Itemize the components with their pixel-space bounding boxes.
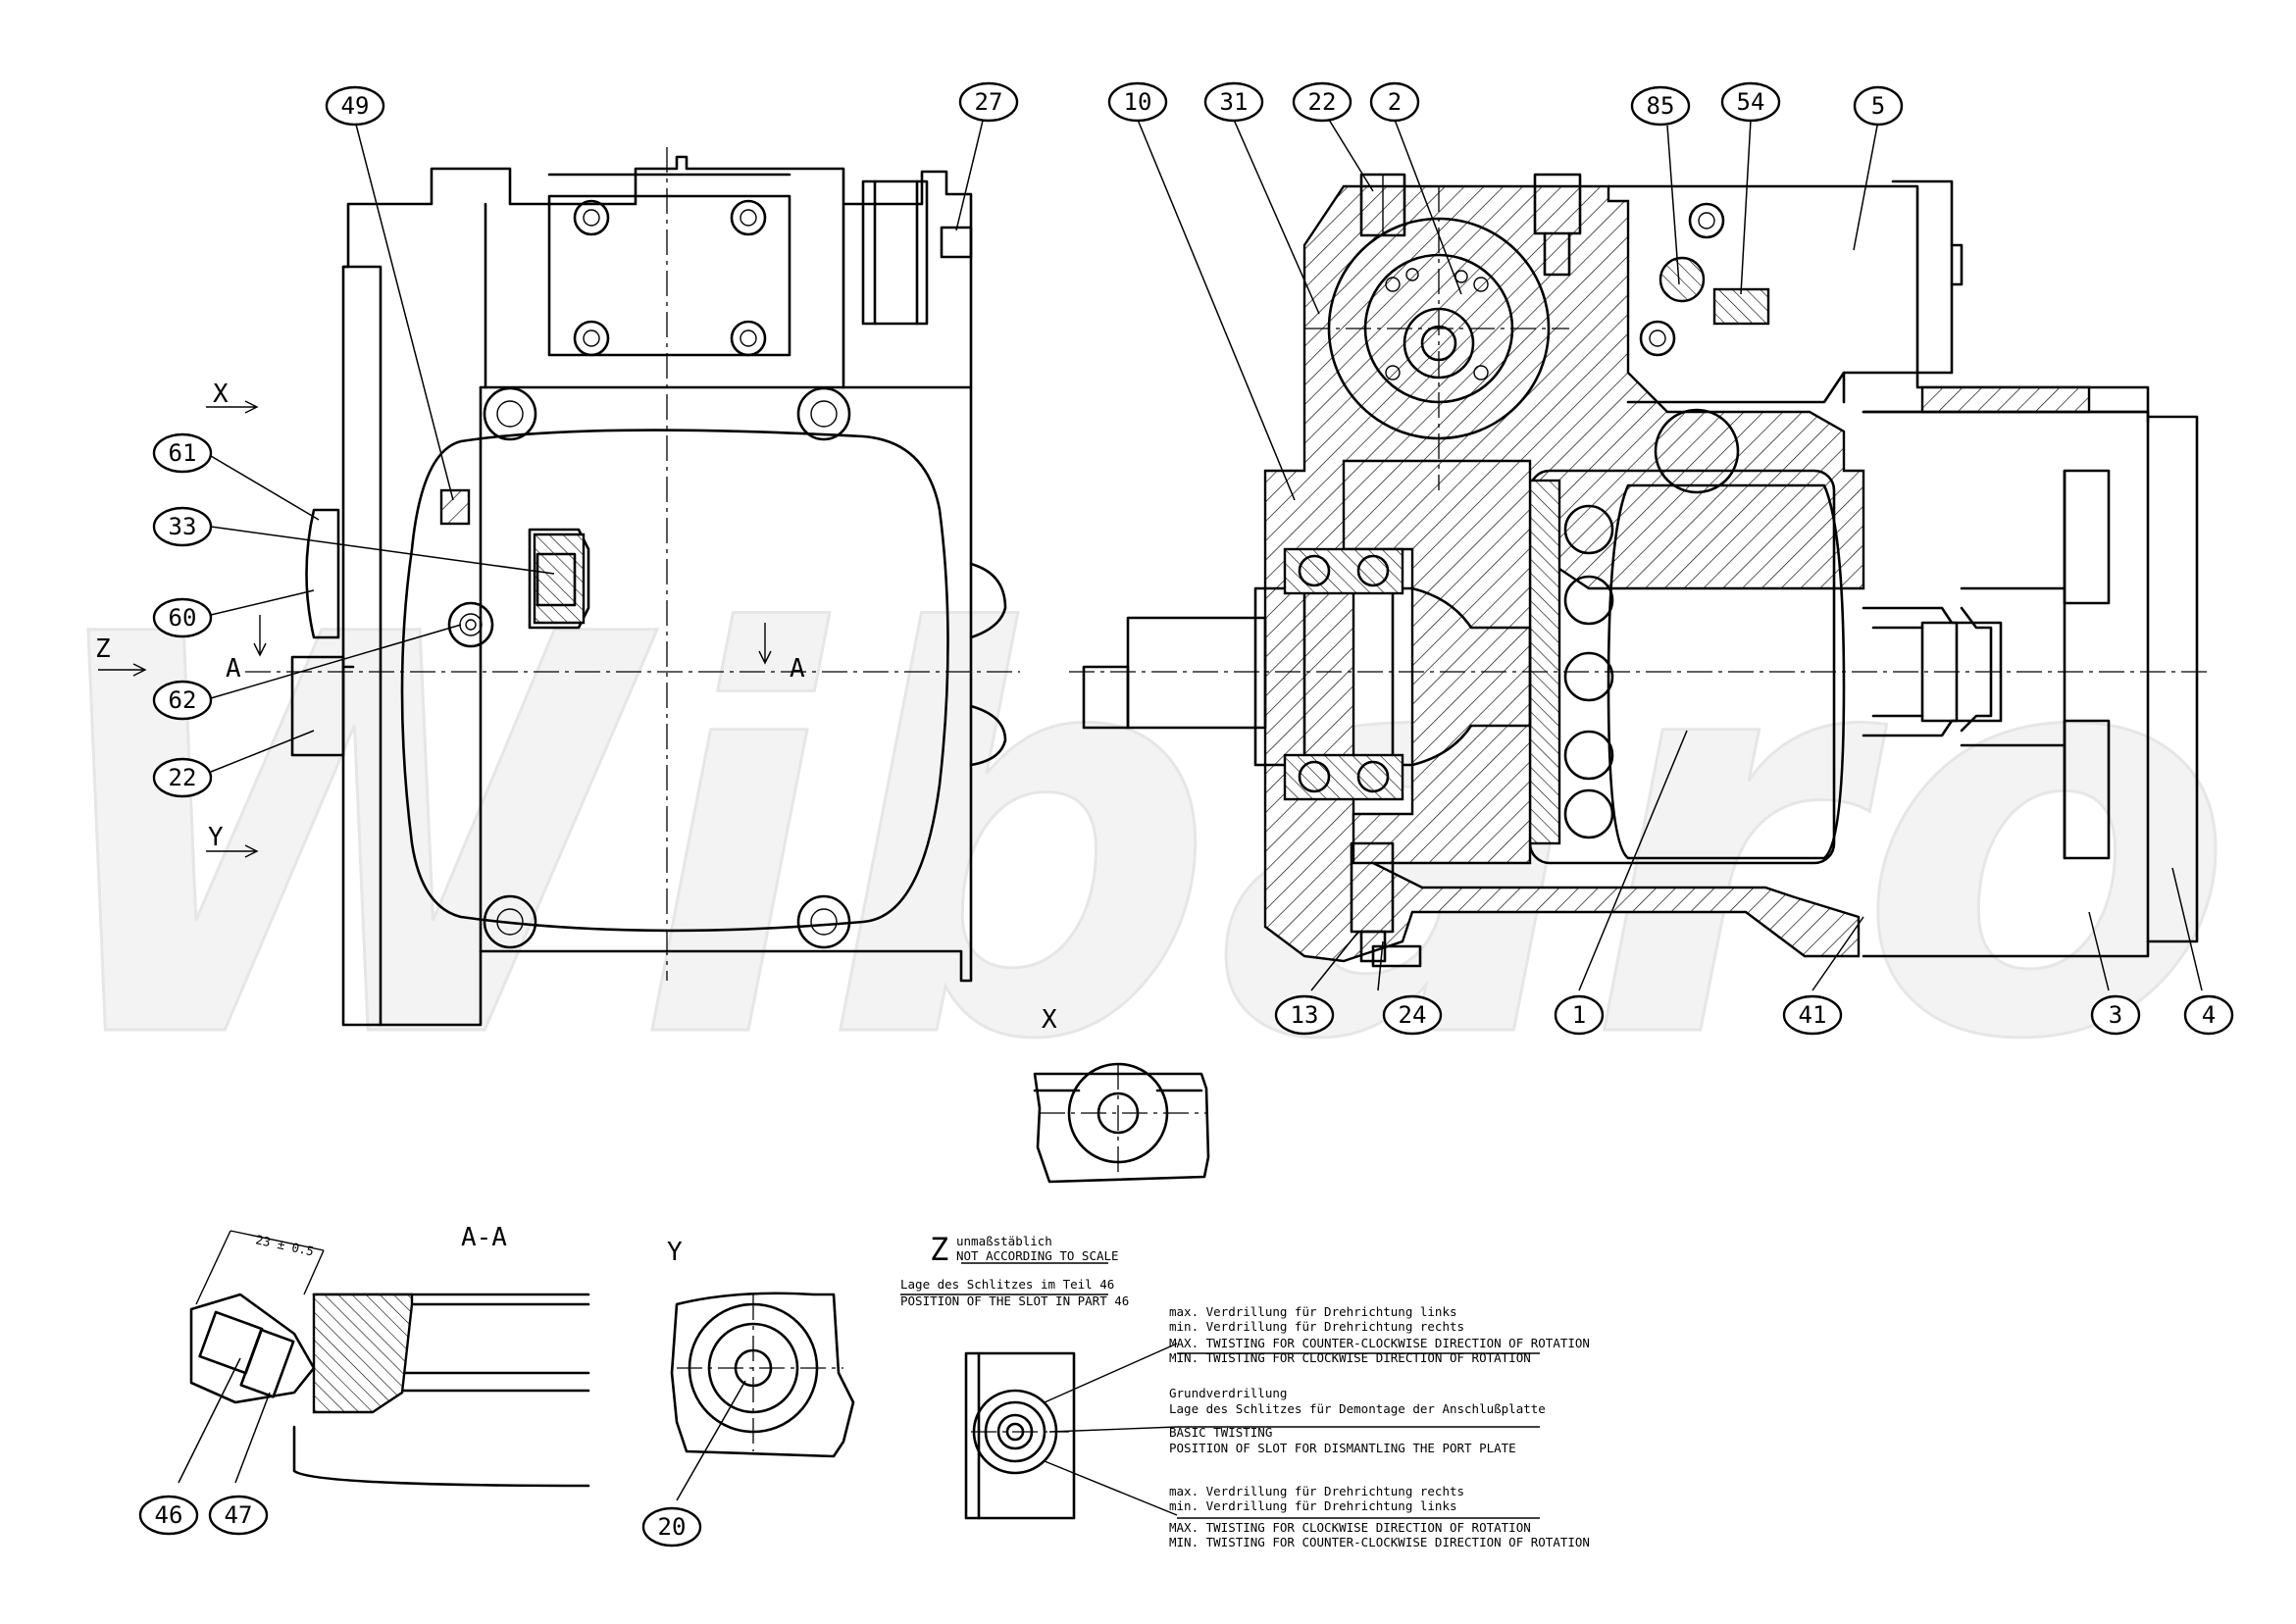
svg-text:60: 60	[169, 604, 197, 632]
note-g3-3: MAX. TWISTING FOR CLOCKWISE DIRECTION OF…	[1169, 1520, 1531, 1535]
section-view	[1069, 173, 2207, 968]
svg-text:46: 46	[155, 1501, 183, 1529]
callout-49[interactable]: 49	[325, 85, 385, 127]
svg-text:61: 61	[169, 439, 197, 467]
note-g1-3: MAX. TWISTING FOR COUNTER-CLOCKWISE DIRE…	[1169, 1336, 1590, 1350]
callout-4[interactable]: 4	[2183, 994, 2234, 1036]
leader-lines	[178, 119, 2203, 1501]
dimension-aa: 23 ± 0.5	[254, 1232, 315, 1258]
note-g2-4: POSITION OF SLOT FOR DISMANTLING THE POR…	[1169, 1441, 1516, 1455]
svg-text:27: 27	[975, 88, 1003, 116]
a-right-label: A	[790, 654, 805, 684]
callout-46[interactable]: 46	[138, 1495, 199, 1536]
svg-text:54: 54	[1737, 88, 1765, 116]
svg-text:4: 4	[2202, 1001, 2216, 1029]
svg-text:47: 47	[225, 1501, 253, 1529]
svg-text:85: 85	[1647, 92, 1675, 120]
detail-y	[670, 1292, 855, 1458]
svg-text:3: 3	[2109, 1001, 2122, 1029]
callout-31[interactable]: 31	[1203, 81, 1264, 123]
note-scale-de: unmaßstäblich	[956, 1234, 1052, 1248]
note-g3-1: max. Verdrillung für Drehrichtung rechts	[1169, 1484, 1464, 1498]
note-scale-en: NOT ACCORDING TO SCALE	[956, 1248, 1119, 1263]
svg-text:41: 41	[1799, 1001, 1827, 1029]
note-slot-en: POSITION OF THE SLOT IN PART 46	[900, 1294, 1129, 1308]
callout-24[interactable]: 24	[1382, 994, 1443, 1036]
callout-61[interactable]: 61	[152, 432, 213, 474]
note-g2-1: Grundverdrillung	[1169, 1386, 1287, 1400]
callout-62[interactable]: 62	[152, 680, 213, 721]
callout-20[interactable]: 20	[641, 1506, 702, 1548]
y-arrow-label: Y	[208, 823, 224, 852]
svg-text:1: 1	[1572, 1001, 1586, 1029]
svg-text:33: 33	[169, 513, 197, 540]
callout-27[interactable]: 27	[958, 81, 1019, 123]
svg-text:22: 22	[169, 764, 197, 791]
callout-3[interactable]: 3	[2090, 994, 2141, 1036]
callout-22-right[interactable]: 22	[1292, 81, 1352, 123]
svg-text:49: 49	[341, 92, 370, 120]
detail-x	[1033, 1062, 1210, 1184]
svg-text:22: 22	[1308, 88, 1337, 116]
detail-z	[900, 1262, 1540, 1520]
callout-54[interactable]: 54	[1720, 81, 1781, 123]
svg-text:24: 24	[1399, 1001, 1427, 1029]
note-g1-1: max. Verdrillung für Drehrichtung links	[1169, 1304, 1457, 1319]
callout-33[interactable]: 33	[152, 506, 213, 547]
svg-text:62: 62	[169, 686, 197, 714]
callout-1[interactable]: 1	[1554, 994, 1605, 1036]
section-aa: 23 ± 0.5	[189, 1230, 590, 1488]
callout-41[interactable]: 41	[1782, 994, 1843, 1036]
detail-y-label: Y	[667, 1238, 683, 1267]
detail-z-label: Z	[930, 1231, 948, 1268]
note-slot-de: Lage des Schlitzes im Teil 46	[900, 1277, 1114, 1292]
note-g3-2: min. Verdrillung für Drehrichtung links	[1169, 1498, 1457, 1513]
front-view	[98, 147, 1020, 1027]
svg-text:20: 20	[658, 1513, 687, 1541]
callout-13[interactable]: 13	[1274, 994, 1335, 1036]
callout-2[interactable]: 2	[1369, 81, 1420, 123]
watermark: Wibaro	[29, 521, 2235, 1160]
section-aa-label: A-A	[461, 1223, 507, 1252]
note-g1-4: MIN. TWISTING FOR CLOCKWISE DIRECTION OF…	[1169, 1350, 1531, 1365]
svg-text:2: 2	[1388, 88, 1402, 116]
a-left-label: A	[226, 654, 241, 684]
note-g3-4: MIN. TWISTING FOR COUNTER-CLOCKWISE DIRE…	[1169, 1535, 1590, 1549]
note-g2-2: Lage des Schlitzes für Demontage der Ans…	[1169, 1401, 1546, 1416]
z-arrow-label: Z	[95, 634, 111, 664]
callout-22-left[interactable]: 22	[152, 757, 213, 798]
callout-5[interactable]: 5	[1853, 85, 1904, 127]
note-g2-3: BASIC TWISTING	[1169, 1425, 1272, 1440]
callout-10[interactable]: 10	[1107, 81, 1168, 123]
x-arrow-label: X	[213, 380, 229, 409]
callout-47[interactable]: 47	[208, 1495, 269, 1536]
view-labels: X Y Z A A X A-A Y Z	[95, 380, 1057, 1268]
z-notes: unmaßstäblich NOT ACCORDING TO SCALE Lag…	[900, 1234, 1590, 1549]
callout-60[interactable]: 60	[152, 597, 213, 638]
svg-text:5: 5	[1871, 92, 1885, 120]
svg-text:31: 31	[1220, 88, 1249, 116]
svg-text:10: 10	[1124, 88, 1152, 116]
detail-x-label: X	[1042, 1005, 1057, 1035]
svg-text:13: 13	[1291, 1001, 1319, 1029]
callouts: 49 27 61 33 60 62 22 10 31 22 2 85 54 5 …	[138, 81, 2234, 1548]
callout-85[interactable]: 85	[1630, 85, 1691, 127]
note-g1-2: min. Verdrillung für Drehrichtung rechts	[1169, 1319, 1464, 1334]
